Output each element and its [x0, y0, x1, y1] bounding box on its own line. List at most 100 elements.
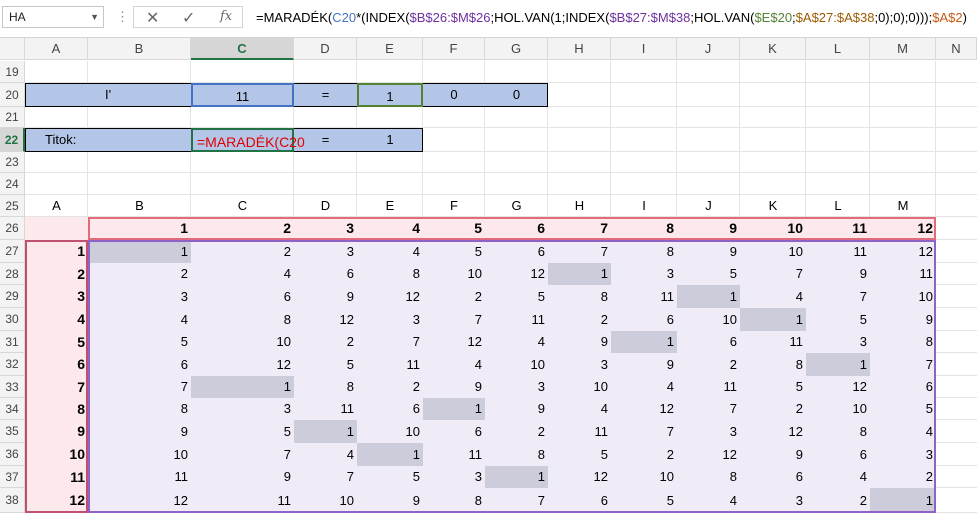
table-cell[interactable]: 12	[88, 488, 191, 513]
table-header-cell[interactable]: 6	[485, 217, 548, 240]
table-cell[interactable]: 6	[548, 488, 611, 513]
table-cell[interactable]: 7	[740, 263, 806, 285]
table-cell[interactable]: 3	[294, 240, 357, 263]
table-cell[interactable]: 8	[294, 376, 357, 398]
table-row-label[interactable]: 10	[25, 443, 88, 466]
table-cell[interactable]: 10	[88, 443, 191, 466]
column-header-m[interactable]: M	[870, 38, 936, 60]
table-cell[interactable]: 10	[677, 308, 740, 331]
row-header-20[interactable]: 20	[0, 83, 25, 107]
highlighted-cell[interactable]: 1	[677, 285, 740, 308]
column-header-a[interactable]: A	[25, 38, 88, 60]
table-cell[interactable]: 8	[870, 331, 936, 353]
row-header-33[interactable]: 33	[0, 376, 25, 398]
row-header-22[interactable]: 22	[0, 128, 25, 152]
table-header-cell[interactable]: 2	[191, 217, 294, 240]
table-cell[interactable]: 3	[191, 398, 294, 420]
highlighted-cell[interactable]: 1	[611, 331, 677, 353]
table-header-cell[interactable]: 12	[870, 217, 936, 240]
table-cell[interactable]: 12	[677, 443, 740, 466]
table-cell[interactable]: 7	[870, 353, 936, 376]
table-cell[interactable]: 12	[806, 376, 870, 398]
column-header-l[interactable]: L	[806, 38, 870, 60]
table-cell[interactable]: 6	[740, 466, 806, 488]
table-cell[interactable]: 11	[357, 353, 423, 376]
table-cell[interactable]: 9	[357, 488, 423, 513]
table-cell[interactable]: 9	[191, 466, 294, 488]
cell-c20[interactable]: 11	[191, 83, 294, 107]
table-cell[interactable]: 3	[423, 466, 485, 488]
table-cell[interactable]: 9	[611, 353, 677, 376]
table-cell[interactable]: 4	[423, 353, 485, 376]
table-cell[interactable]: 10	[191, 331, 294, 353]
table-cell[interactable]: 9	[88, 420, 191, 443]
table-cell[interactable]: 9	[677, 240, 740, 263]
row-header-23[interactable]: 23	[0, 152, 25, 173]
table-cell[interactable]: 8	[88, 398, 191, 420]
table-cell[interactable]: 6	[294, 263, 357, 285]
chevron-down-icon[interactable]: ▼	[90, 12, 99, 22]
highlighted-cell[interactable]: 1	[740, 308, 806, 331]
highlighted-cell[interactable]: 1	[423, 398, 485, 420]
row-header-37[interactable]: 37	[0, 466, 25, 488]
highlighted-cell[interactable]: 1	[191, 376, 294, 398]
table-cell[interactable]: 10	[423, 263, 485, 285]
table-cell[interactable]: 3	[677, 420, 740, 443]
cell-e22[interactable]: 1	[386, 132, 394, 147]
table-cell[interactable]: 10	[548, 376, 611, 398]
table-cell[interactable]: 10	[357, 420, 423, 443]
table-cell[interactable]: 3	[806, 331, 870, 353]
table-row-label[interactable]: 2	[25, 263, 88, 285]
table-cell[interactable]: 10	[294, 488, 357, 513]
table-cell[interactable]: 11	[611, 285, 677, 308]
table-cell[interactable]: 4	[611, 376, 677, 398]
table-cell[interactable]: 11	[88, 466, 191, 488]
table-cell[interactable]: 5	[677, 263, 740, 285]
table-cell[interactable]: 10	[870, 285, 936, 308]
row-header-25[interactable]: 25	[0, 195, 25, 217]
table-cell[interactable]: 4	[740, 285, 806, 308]
table-cell[interactable]: 4	[548, 398, 611, 420]
table-cell[interactable]: 4	[677, 488, 740, 513]
row-header-31[interactable]: 31	[0, 331, 25, 353]
table-cell[interactable]: 5	[88, 331, 191, 353]
table-cell[interactable]: 8	[485, 443, 548, 466]
table-cell[interactable]: 12	[485, 263, 548, 285]
table-cell[interactable]: 7	[548, 240, 611, 263]
table-cell[interactable]: 2	[485, 420, 548, 443]
table-cell[interactable]: 2	[357, 376, 423, 398]
row-header-30[interactable]: 30	[0, 308, 25, 331]
table-cell[interactable]: 9	[294, 285, 357, 308]
table-cell[interactable]: 3	[870, 443, 936, 466]
table-cell[interactable]: 7	[88, 376, 191, 398]
table-cell[interactable]: 8	[191, 308, 294, 331]
row-header-35[interactable]: 35	[0, 420, 25, 443]
table-header-cell[interactable]: 11	[806, 217, 870, 240]
row-header-24[interactable]: 24	[0, 173, 25, 195]
column-header-g[interactable]: G	[485, 38, 548, 60]
highlighted-cell[interactable]: 1	[485, 466, 548, 488]
table-cell[interactable]: 3	[548, 353, 611, 376]
table-cell[interactable]: 4	[485, 331, 548, 353]
table-cell[interactable]: 3	[357, 308, 423, 331]
table-cell[interactable]: 9	[870, 308, 936, 331]
table-row-label[interactable]: 3	[25, 285, 88, 308]
cancel-icon[interactable]: ✕	[146, 10, 160, 27]
table-row-label[interactable]: 12	[25, 488, 88, 513]
table-cell[interactable]: 10	[806, 398, 870, 420]
insert-function-icon[interactable]: fx	[220, 9, 233, 24]
table-cell[interactable]: 7	[806, 285, 870, 308]
table-cell[interactable]: 6	[423, 420, 485, 443]
table-cell[interactable]: 8	[423, 488, 485, 513]
table-cell[interactable]: 10	[611, 466, 677, 488]
table-cell[interactable]: 2	[423, 285, 485, 308]
column-header-e[interactable]: E	[357, 38, 423, 60]
table-cell[interactable]: 10	[740, 240, 806, 263]
table-cell[interactable]: 2	[88, 263, 191, 285]
cell-g20[interactable]: 0	[512, 87, 521, 102]
table-cell[interactable]: 7	[611, 420, 677, 443]
active-cell-c22[interactable]: =MARADÉK(C20	[191, 128, 305, 152]
table-cell[interactable]: 6	[88, 353, 191, 376]
column-header-i[interactable]: I	[611, 38, 677, 60]
enter-icon[interactable]: ✓	[182, 10, 196, 27]
